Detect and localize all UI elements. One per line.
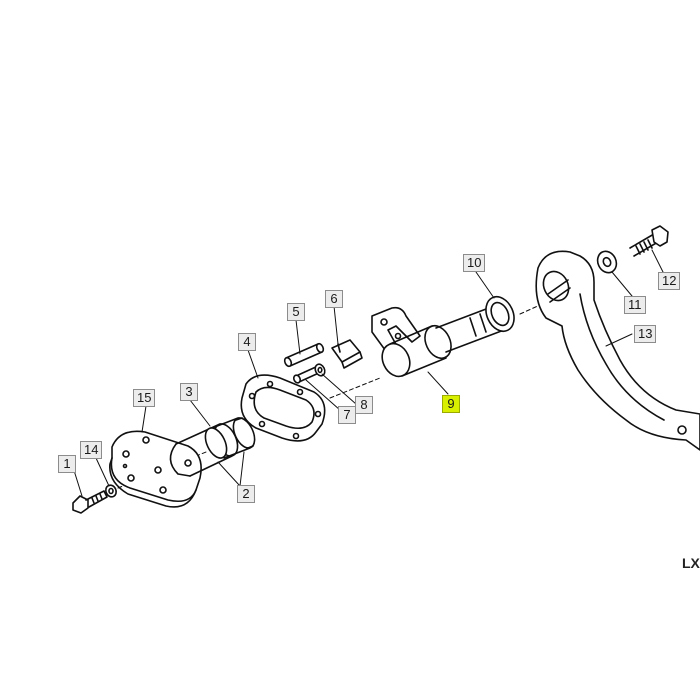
bolt-part-12	[629, 225, 669, 257]
callout-label-5: 5	[287, 303, 305, 321]
callout-label-13: 13	[634, 325, 657, 343]
callout-label-10: 10	[463, 254, 486, 272]
cover-plate-part-15	[109, 430, 202, 508]
callout-label-11: 11	[624, 296, 646, 314]
callout-label-8: 8	[355, 396, 373, 414]
bolt-part-1	[72, 490, 108, 514]
leader-line-11	[611, 271, 633, 297]
callout-label-6: 6	[325, 290, 343, 308]
seal-ring-part-10	[485, 295, 515, 333]
leader-line-8	[321, 373, 357, 405]
callout-label-4: 4	[238, 333, 256, 351]
pin-part-5	[283, 342, 325, 368]
washer-part-11	[596, 250, 618, 274]
leader-line-5	[295, 319, 301, 355]
leader-line-2b	[239, 451, 245, 487]
leader-line-15	[141, 405, 147, 433]
washer-part-8	[314, 363, 326, 377]
callout-label-2: 2	[237, 485, 255, 503]
leader-line-4	[247, 349, 259, 379]
leader-line-3	[189, 399, 211, 427]
callout-label-1: 1	[58, 455, 76, 473]
gasket-part-4	[240, 374, 326, 442]
callout-label-3: 3	[180, 383, 198, 401]
leader-line-9	[427, 371, 449, 395]
leader-line-13	[605, 333, 633, 347]
callout-label-12: 12	[658, 272, 681, 290]
leader-line-10	[475, 271, 495, 299]
callout-label-7: 7	[338, 406, 356, 424]
callout-label-9-highlighted: 9	[442, 395, 460, 413]
leader-line-2a	[217, 461, 241, 487]
lever-arm-part-13	[535, 250, 700, 451]
leader-line-14	[95, 457, 110, 487]
callout-label-14: 14	[80, 441, 103, 459]
key-part-6	[331, 339, 363, 369]
leader-line-7	[305, 379, 341, 411]
leader-line-6	[333, 305, 339, 345]
callout-label-15: 15	[133, 389, 156, 407]
bushing-part-2	[204, 417, 256, 459]
drawing-code: LX	[682, 555, 700, 571]
washer-part-14	[105, 484, 117, 498]
